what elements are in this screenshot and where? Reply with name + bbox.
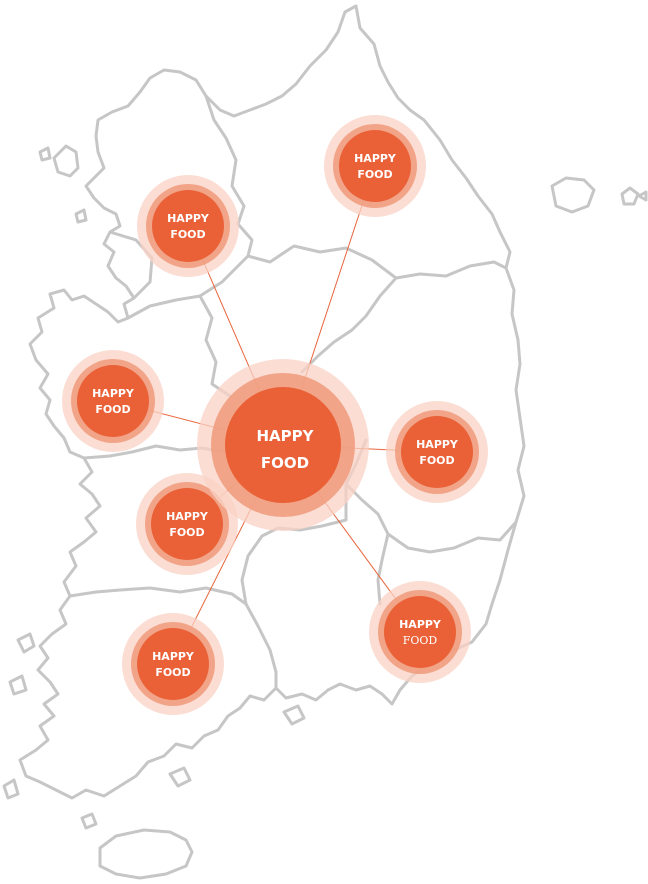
hub-label-line1: HAPPY <box>256 427 314 445</box>
node-label-line2: FOOD <box>170 228 205 241</box>
jeju-island <box>98 828 194 880</box>
node-label-line1: HAPPY <box>152 650 195 663</box>
hub-node-central[interactable]: HAPPY FOOD <box>197 359 369 531</box>
region-node-east[interactable]: HAPPY FOOD <box>386 401 488 503</box>
ganghwa-island <box>52 144 80 178</box>
region-node-circle <box>384 596 456 668</box>
islet <box>637 190 648 202</box>
small-island <box>74 208 88 224</box>
region-node-circle <box>137 628 209 700</box>
region-node-circle <box>339 130 411 202</box>
region-node-northeast[interactable]: HAPPY FOOD <box>324 115 426 217</box>
small-island <box>168 766 192 788</box>
node-label-line1: HAPPY <box>166 510 209 523</box>
province-border <box>198 294 232 398</box>
province-border <box>344 482 518 554</box>
province-border <box>376 532 390 606</box>
node-label-line2: FOOD <box>95 403 130 416</box>
ulleung-island <box>550 176 596 214</box>
region-node-circle <box>77 365 149 437</box>
region-node-circle <box>151 488 223 560</box>
hub-node-circle <box>225 387 341 503</box>
node-label-line2: FOOD <box>403 634 438 647</box>
small-island <box>38 146 52 162</box>
region-node-northwest[interactable]: HAPPY FOOD <box>137 175 239 277</box>
node-label-line1: HAPPY <box>167 212 210 225</box>
region-node-southwest-lower[interactable]: HAPPY FOOD <box>122 613 224 715</box>
province-border <box>244 602 278 690</box>
region-node-west[interactable]: HAPPY FOOD <box>62 350 164 452</box>
dokdo-island <box>620 186 640 206</box>
small-island <box>282 704 306 726</box>
region-node-circle <box>152 190 224 262</box>
small-island <box>80 812 98 830</box>
small-island <box>8 674 28 696</box>
region-node-southeast[interactable]: HAPPY FOOD <box>369 581 471 683</box>
small-island <box>2 778 20 800</box>
region-node-circle <box>401 416 473 488</box>
province-border <box>300 276 398 374</box>
small-island <box>16 632 36 654</box>
hub-label-line2: FOOD <box>261 454 309 472</box>
node-label-line2: FOOD <box>357 168 392 181</box>
node-label-line1: HAPPY <box>354 152 397 165</box>
province-border <box>126 244 508 320</box>
node-label-line2: FOOD <box>155 666 190 679</box>
province-border <box>68 586 248 606</box>
node-label-line1: HAPPY <box>416 438 459 451</box>
node-label-line1: HAPPY <box>399 618 442 631</box>
node-label-line2: FOOD <box>419 454 454 467</box>
node-label-line2: FOOD <box>169 526 204 539</box>
region-node-southwest-upper[interactable]: HAPPY FOOD <box>136 473 238 575</box>
node-label-line1: HAPPY <box>92 387 135 400</box>
province-border <box>204 94 254 258</box>
